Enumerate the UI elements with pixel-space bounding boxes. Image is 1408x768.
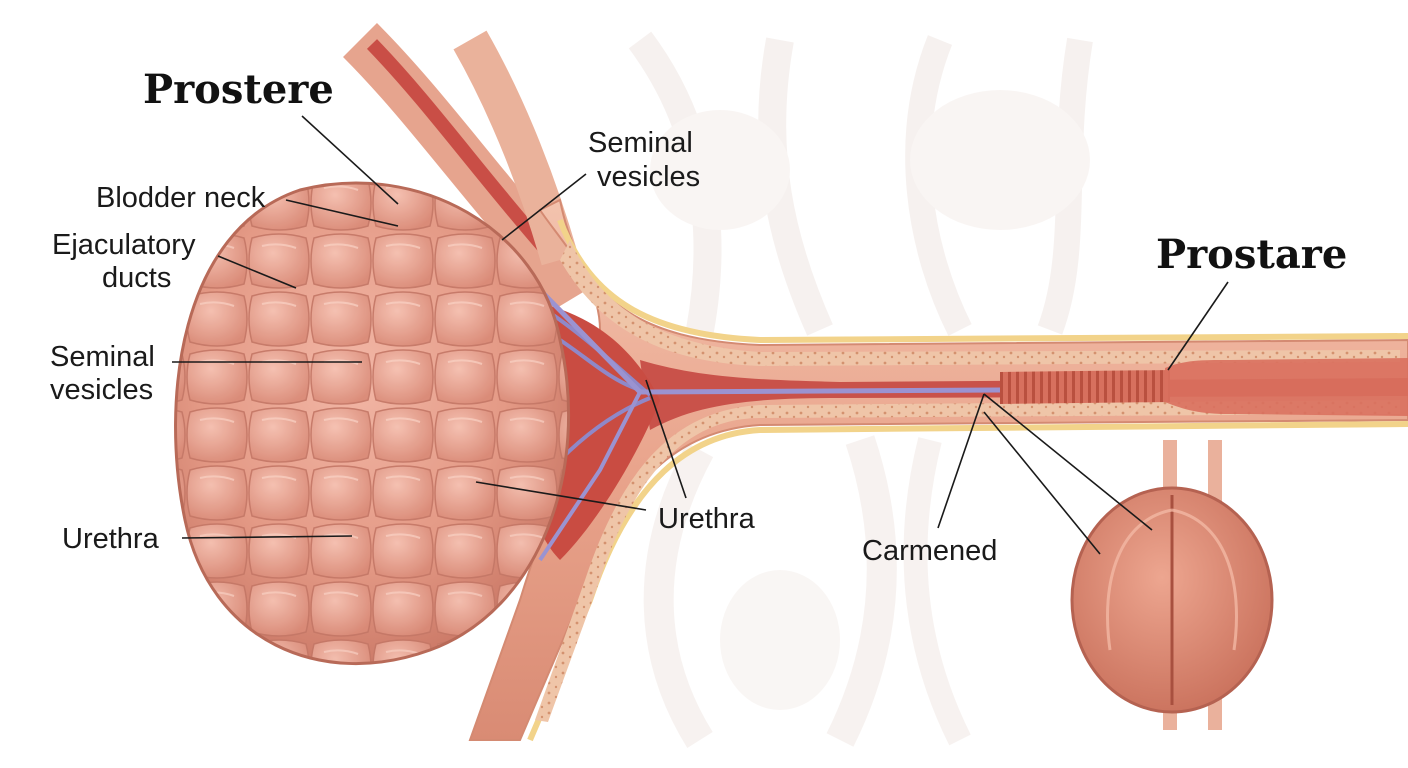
label-seminal-vesicles-left-1: Seminal (50, 341, 155, 373)
label-seminal-vesicles-top-2: vesicles (597, 161, 700, 193)
label-ejaculatory-ducts-2: ducts (102, 262, 171, 294)
labels: Prostere Prostare Blodder neck Ejaculato… (50, 66, 1347, 567)
upper-tubes (343, 23, 591, 313)
label-urethra-left: Urethra (62, 523, 160, 555)
prostate-gland (174, 181, 571, 665)
label-prostare: Prostare (1156, 231, 1347, 278)
background-anatomy (628, 31, 1093, 748)
label-seminal-vesicles-top-1: Seminal (588, 127, 693, 159)
label-seminal-vesicles-left-2: vesicles (50, 374, 153, 406)
urethra-tube (468, 198, 1408, 742)
label-carmened: Carmened (862, 535, 997, 567)
label-ejaculatory-ducts-1: Ejaculatory (52, 229, 196, 261)
label-prostere: Prostere (143, 66, 334, 113)
label-blodder-neck: Blodder neck (96, 182, 266, 214)
label-urethra-center: Urethra (658, 503, 756, 535)
testis (1070, 440, 1274, 730)
leader-lines (172, 115, 1229, 555)
